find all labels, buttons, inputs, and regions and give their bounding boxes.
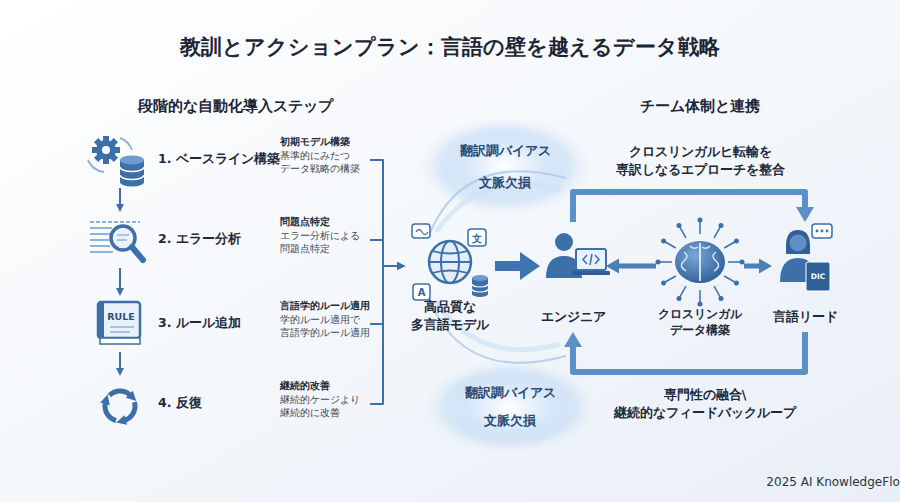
step-heading: 初期モデル構築: [280, 135, 375, 149]
step-description: 基準的にみたつ データ戦略の構築: [280, 150, 368, 176]
step-title: 4. 反復: [158, 395, 283, 412]
language-lead-icon: [780, 224, 832, 291]
step-item: 1. ベースライン構築初期モデル構築基準的にみたつ データ戦略の構築: [90, 132, 370, 188]
node-label: エンジニア: [528, 308, 618, 326]
step-description: 継続的ケージより 継続的に改善: [280, 394, 368, 420]
rule-book-icon: [98, 302, 140, 344]
flow-arrow: [744, 264, 759, 269]
step-description: 学的ルール適用で 言語学的ルール適用: [280, 314, 368, 340]
bracket-arrow: [370, 160, 397, 266]
step-arrow: [119, 352, 121, 368]
icon-text: A: [418, 286, 426, 299]
engineer-icon: [546, 233, 610, 278]
diagram-title: 教訓とアクションプラン：言語の壁を越えるデータ戦略: [180, 34, 720, 61]
edge-label: クロスリンガルヒ転輸を 専訳しなるエプローチを整合: [595, 143, 805, 179]
step-heading: 問題点特定: [280, 215, 375, 229]
step-heading: 継続的改善: [280, 379, 375, 393]
step-heading: 言語学的ルール適用: [280, 299, 375, 313]
step-item: 2. エラー分析問題点特定エラー分析による 問題点特定: [90, 212, 370, 268]
step-title: 3. ルール追加: [158, 315, 283, 332]
feedback-loop-arrow: [573, 192, 805, 222]
issue-tag: 文脈欠損: [479, 175, 531, 192]
glow-arc: [436, 184, 560, 232]
database-icon: [120, 156, 144, 187]
feedback-loop-arrow: [573, 332, 805, 372]
bracket-arrow: [370, 266, 397, 324]
icon-text: DIC: [811, 272, 826, 282]
magnifier-icon: [90, 222, 143, 260]
step-title: 2. エラー分析: [158, 231, 283, 248]
model-node: 高品質な 多言語モデル: [405, 222, 495, 347]
edge-label: 専門性の融合\ 継続的なフィードバックループ: [600, 386, 810, 422]
watermark: 2025 AI KnowledgeFlow: [766, 475, 900, 491]
brain-icon: [656, 218, 745, 307]
glow-arc: [428, 171, 566, 238]
section-heading: 段階的な自動化導入ステップ: [138, 97, 333, 116]
section-heading: チーム体制と連携: [640, 97, 760, 116]
role-node: 言語リード: [772, 222, 838, 332]
node-label: 高品質な 多言語モデル: [400, 298, 500, 333]
step-description: エラー分析による 問題点特定: [280, 230, 368, 256]
flow-arrow: [619, 264, 656, 269]
issue-tag: 翻訳調バイアス: [460, 143, 551, 160]
icon-text: RULE: [107, 311, 135, 323]
issue-tag: 翻訳調バイアス: [465, 385, 556, 402]
bracket-arrow: [370, 240, 397, 266]
issue-tag: 文脈欠損: [484, 413, 536, 430]
step-arrow: [119, 188, 121, 204]
glow: [417, 116, 593, 216]
bracket-arrow: [370, 266, 397, 404]
flow-arrow: [495, 261, 520, 271]
process-node: クロスリンガル データ構築: [656, 222, 744, 347]
cycle-icon: [105, 391, 135, 420]
node-label: 言語リード: [760, 308, 850, 326]
step-item: 4. 反復継続的改善継続的ケージより 継続的に改善: [90, 376, 370, 432]
role-node: エンジニア: [540, 222, 606, 332]
step-item: 3. ルール追加言語学的ルール適用学的ルール適用で 言語学的ルール適用: [90, 296, 370, 352]
step-title: 1. ベースライン構築: [158, 151, 283, 168]
globe-icon: [412, 224, 488, 300]
icon-text: 文: [472, 232, 482, 245]
glow: [422, 359, 598, 455]
node-label: クロスリンガル データ構築: [648, 306, 752, 338]
step-arrow: [119, 268, 121, 288]
